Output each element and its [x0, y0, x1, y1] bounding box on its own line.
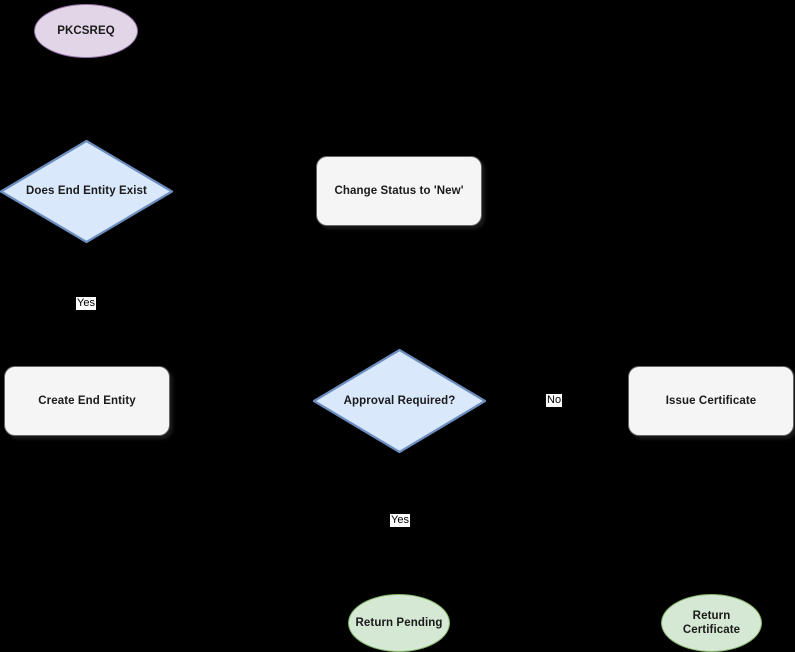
edge-label-exist-yes: Yes — [76, 297, 96, 310]
edge-label-approval-no: No — [546, 394, 563, 407]
node-return-pending[interactable]: Return Pending — [348, 594, 450, 652]
diamond-shape-icon — [0, 139, 174, 244]
diamond-shape-icon — [312, 348, 487, 454]
node-pkcsreq-label: PKCSREQ — [57, 24, 115, 37]
node-return-pending-label: Return Pending — [355, 616, 443, 629]
node-return-certificate-label: Return Certificate — [682, 609, 741, 636]
node-create-end-entity-label: Create End Entity — [38, 394, 136, 407]
node-issue-certificate[interactable]: Issue Certificate — [628, 366, 794, 436]
node-return-certificate[interactable]: Return Certificate — [661, 594, 762, 652]
node-issue-certificate-label: Issue Certificate — [665, 394, 757, 407]
node-change-status-new[interactable]: Change Status to 'New' — [316, 156, 482, 226]
node-approval-required[interactable]: Approval Required? — [312, 348, 487, 454]
node-create-end-entity[interactable]: Create End Entity — [4, 366, 170, 436]
edge-label-approval-yes: Yes — [390, 514, 410, 527]
node-change-status-new-label: Change Status to 'New' — [334, 184, 464, 197]
node-pkcsreq[interactable]: PKCSREQ — [34, 4, 138, 58]
node-does-end-entity-exist[interactable]: Does End Entity Exist — [0, 139, 174, 244]
